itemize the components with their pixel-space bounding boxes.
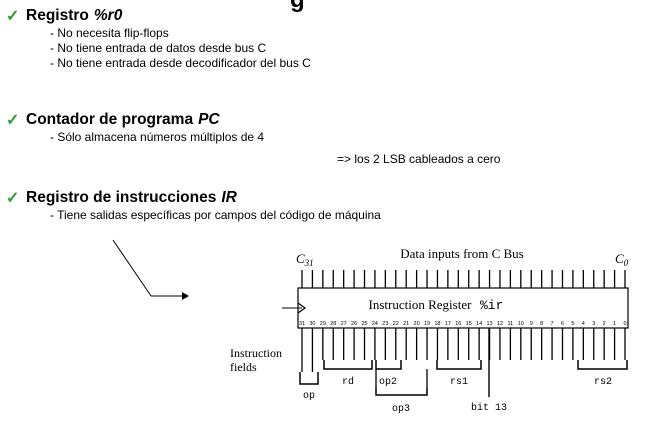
check-icon: ✓ [6,8,20,25]
bit-number: 10 [518,321,524,327]
field-bit13: bit 13 [471,402,507,414]
bit-number: 23 [382,321,388,327]
bit-number: 1 [613,321,616,327]
bit-number: 21 [403,321,409,327]
field-op3: op3 [392,404,410,415]
fields-label-line2: fields [230,360,257,374]
bit-number: 27 [341,321,347,327]
bit-number: 16 [455,321,461,327]
heading-text: Contador de programa [26,111,194,128]
bullet-item: - No necesita flip-flops [50,26,169,40]
heading-emphasis: %r0 [93,7,123,24]
field-rs2: rs2 [594,377,612,388]
pointer-line [112,239,152,297]
bullet-item: - Tiene salidas específicas por campos d… [50,208,381,222]
bit-number: 14 [476,321,482,327]
rs1-bracket [436,360,482,370]
bit-number: 9 [530,321,533,327]
register-name: %ir [480,298,503,313]
section-heading: ✓ Registro de instrucciones IR [6,188,381,208]
bit-number: 12 [497,321,503,327]
rd-bracket [323,360,373,370]
bit-number: 7 [551,321,554,327]
op3-bracket [375,388,428,396]
op-bracket [299,372,319,385]
bit-number: 20 [414,321,420,327]
bit-number: 0 [623,321,626,327]
bus-label: Data inputs from C Bus [400,246,524,261]
bit-number: 30 [309,321,315,327]
bit-number: 11 [508,321,514,327]
bit-number: 22 [393,321,399,327]
field-op2: op2 [379,377,397,388]
op2-bracket [375,360,402,370]
slide-title-fragment: g [290,0,305,14]
bit-number: 17 [445,321,451,327]
bullet-item: - Sólo almacena números múltiplos de 4 [50,130,265,144]
clock-arrow-icon [297,302,307,314]
field-rs1: rs1 [450,377,468,388]
bit-number: 6 [561,321,564,327]
bit-number: 31 [299,321,305,327]
bit-number: 4 [582,321,585,327]
c31-label: C31 [296,251,314,268]
c0-label: C0 [615,251,629,268]
bullet-item: - No tiene entrada desde decodificador d… [50,56,311,70]
section-instruction-register: ✓ Registro de instrucciones IR - Tiene s… [6,188,381,223]
bit-number: 26 [351,321,357,327]
section-heading: ✓ Registro %r0 [6,6,311,26]
bus-input-lines [301,270,626,288]
bit-number: 15 [466,321,472,327]
section-program-counter: ✓ Contador de programa PC - Sólo almacen… [6,110,264,145]
bit-number: 2 [603,321,606,327]
bullet-item: - No tiene entrada de datos desde bus C [50,41,267,55]
bit-number: 13 [486,321,492,327]
register-box [297,287,629,329]
bit-number: 5 [571,321,574,327]
bit-number: 29 [320,321,326,327]
bit-number: 3 [592,321,595,327]
section-heading: ✓ Contador de programa PC [6,110,264,130]
bit-number: 28 [330,321,336,327]
field-rd: rd [342,376,354,388]
rs2-bracket [577,360,628,370]
arrowhead-icon [182,292,189,300]
bit-number: 18 [434,321,440,327]
field-op: op [303,391,315,402]
check-icon: ✓ [6,112,20,129]
register-label: Instruction Register [369,297,473,312]
check-icon: ✓ [6,190,20,207]
heading-text: Registro [26,7,89,24]
section-register-r0: ✓ Registro %r0 - No necesita flip-flops … [6,6,311,71]
bit-number: 25 [361,321,367,327]
heading-emphasis: PC [198,111,220,128]
bit-number: 19 [424,321,430,327]
fields-label-line1: Instruction [230,346,282,360]
pc-note: => los 2 LSB cableados a cero [337,152,501,166]
heading-text: Registro de instrucciones [26,189,217,206]
heading-emphasis: IR [221,189,237,206]
bit-number: 24 [372,321,378,327]
bit-number: 8 [540,321,543,327]
